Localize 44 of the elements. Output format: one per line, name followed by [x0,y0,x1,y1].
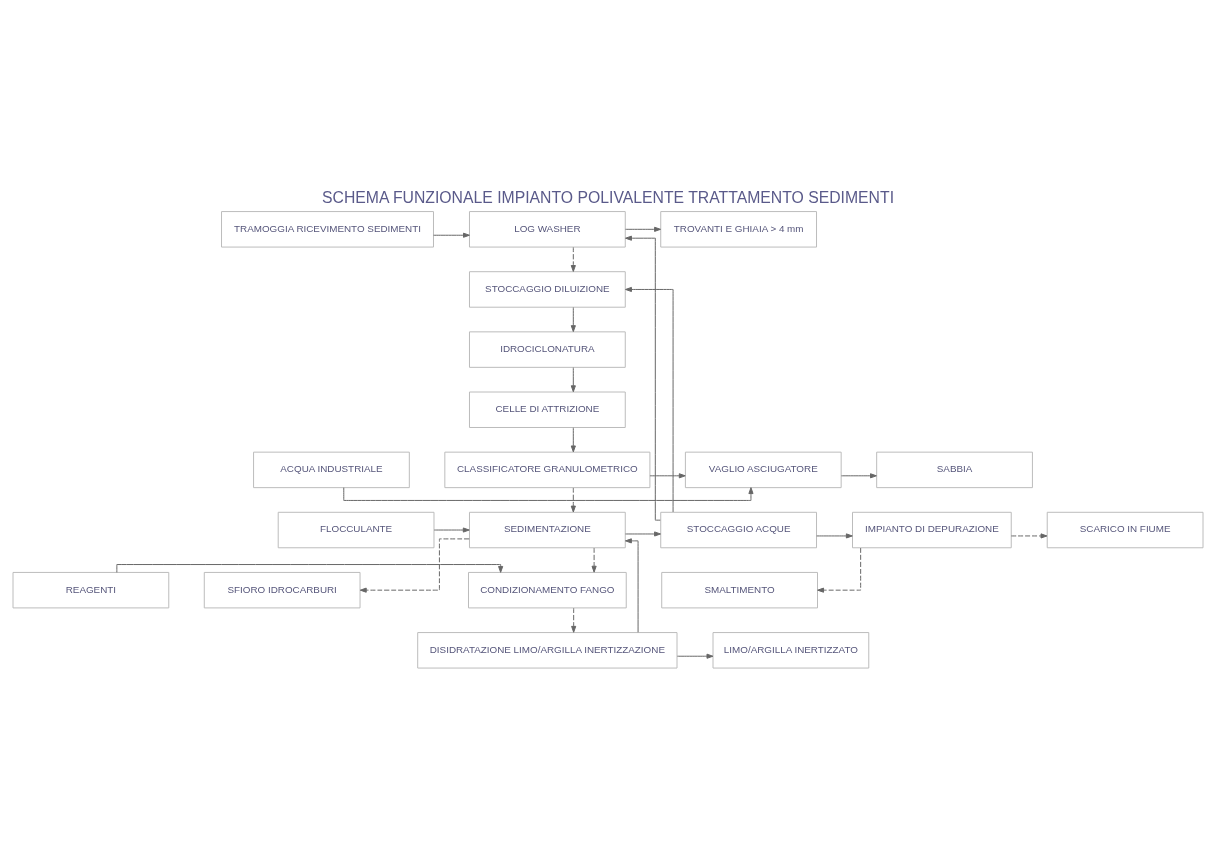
arrow [433,527,470,533]
arrow [570,487,576,513]
arrow [816,533,853,539]
diagram-title: SCHEMA FUNZIONALE IMPIANTO POLIVALENTE TRATTAMENTO SEDIMENTI [321,188,895,206]
node-box: ACQUA INDUSTRIALE [253,451,410,489]
arrow [624,226,661,232]
arrow [570,427,576,453]
arrow [624,531,661,537]
node-box: SMALTIMENTO [661,571,818,609]
arrow [817,547,862,593]
arrow [571,607,577,633]
node-box: LIMO/ARGILLA INERTIZZATO [712,632,870,669]
arrow [570,307,576,333]
node-box: TROVANTI E GHIAIA > 4 mm [660,211,817,248]
arrow [359,538,470,593]
node-box: REAGENTI [12,571,170,609]
node-box: SEDIMENTAZIONE [469,511,626,549]
node-box: FLOCCULANTE [277,511,435,549]
node-box: VAGLIO ASCIUGATORE [684,451,842,489]
arrow [591,547,597,573]
arrow [840,473,877,479]
node-box: IMPIANTO DI DEPURAZIONE [852,511,1012,549]
node-box: SCARICO IN FIUME [1046,511,1204,549]
arrow [625,235,661,521]
arrow [1010,533,1048,539]
node-box: CELLE DI ATTRIZIONE [469,391,626,428]
arrow [676,653,714,659]
arrow [649,473,686,479]
node-box: STOCCAGGIO ACQUE [660,511,817,549]
node-box: TRAMOGGIA RICEVIMENTO SEDIMENTI [221,211,434,248]
arrow [433,232,470,238]
node-box: CLASSIFICATORE GRANULOMETRICO [444,451,651,489]
arrow [570,367,576,393]
arrow [570,246,576,272]
node-box: SFIORO IDROCARBURI [203,571,361,609]
arrow [116,564,504,573]
arrow [625,286,674,513]
node-box: LOG WASHER [469,211,626,248]
node-box: DISIDRATAZIONE LIMO/ARGILLA INERTIZZAZIONE [417,632,678,669]
node-box: CONDIZIONAMENTO FANGO [468,571,627,609]
arrow [624,538,639,633]
node-box: IDROCICLONATURA [469,331,626,368]
node-box: STOCCAGGIO DILUIZIONE [469,271,626,308]
node-box: SABBIA [876,451,1033,489]
